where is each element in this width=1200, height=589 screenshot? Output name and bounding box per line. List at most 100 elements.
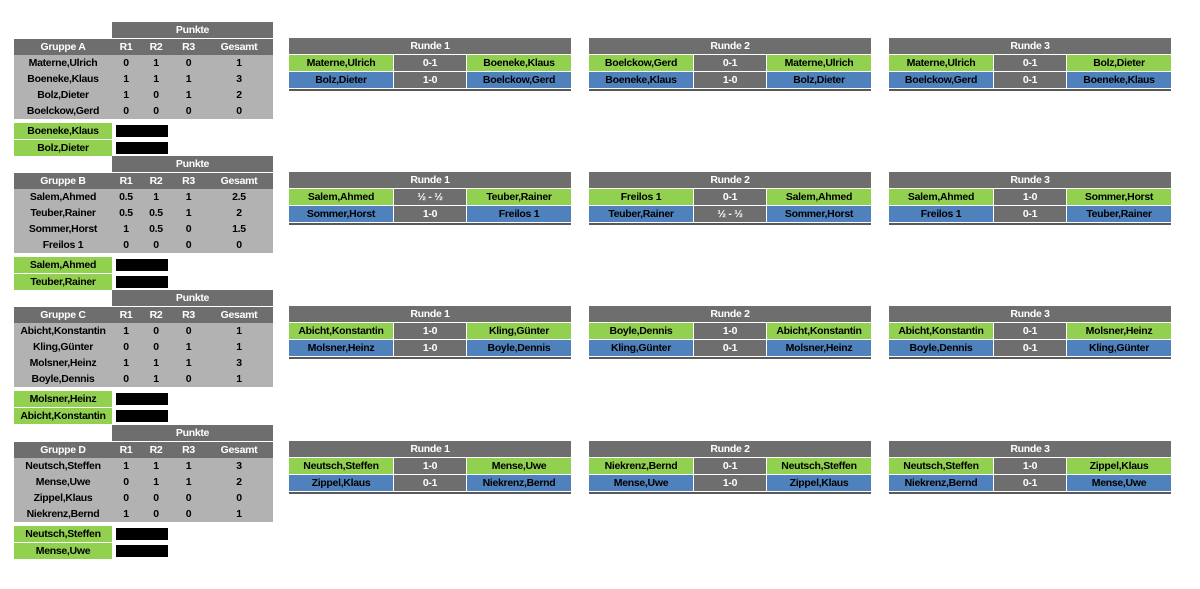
player-points-cell: 1 [140, 474, 172, 490]
player-points-cell: 1 [172, 87, 205, 103]
match-left-player: Boeneke,Klaus [589, 72, 693, 88]
player-name-cell: Bolz,Dieter [14, 87, 112, 103]
redacted-block [116, 142, 168, 154]
round-column-header: R2 [140, 442, 172, 458]
round-title: Runde 1 [289, 306, 571, 322]
round-title: Runde 3 [889, 172, 1171, 188]
round-title: Runde 2 [589, 441, 871, 457]
player-points-cell: 0.5 [140, 221, 172, 237]
match-right-player: Neutsch,Steffen [767, 458, 871, 474]
match-right-player: Sommer,Horst [1067, 189, 1171, 205]
player-points-cell: 0 [112, 237, 140, 253]
match-score: 1-0 [693, 72, 767, 88]
match-right-player: Teuber,Rainer [1067, 206, 1171, 222]
player-name-cell: Sommer,Horst [14, 221, 112, 237]
match-right-player: Zippel,Klaus [1067, 458, 1171, 474]
group-name-cell: Gruppe C [14, 307, 112, 323]
match-score: 0-1 [993, 323, 1067, 339]
player-points-cell: 1 [205, 323, 273, 339]
player-points-cell: 0 [112, 103, 140, 119]
match-right-player: Bolz,Dieter [1067, 55, 1171, 71]
match-left-player: Sommer,Horst [289, 206, 393, 222]
group-name-cell: Gruppe D [14, 442, 112, 458]
match-left-player: Mense,Uwe [589, 475, 693, 491]
round-title: Runde 1 [289, 441, 571, 457]
player-points-cell: 2 [205, 205, 273, 221]
redacted-block [116, 545, 168, 557]
player-points-cell: 1 [112, 506, 140, 522]
punkte-header-row: Punkte [14, 290, 273, 306]
match-score: 1-0 [393, 206, 467, 222]
punkte-header-row: Punkte [14, 156, 273, 172]
qualifier-name-cell: Mense,Uwe [14, 543, 112, 559]
match-left-player: Neutsch,Steffen [289, 458, 393, 474]
round-column-header: Gesamt [205, 173, 273, 189]
match-right-player: Boyle,Dennis [467, 340, 571, 356]
player-points-cell: 0 [140, 506, 172, 522]
player-points-cell: 0 [172, 506, 205, 522]
match-left-player: Freilos 1 [889, 206, 993, 222]
player-points-cell: 1 [205, 506, 273, 522]
player-points-cell: 0 [172, 323, 205, 339]
qualifier-row: Abicht,Konstantin [14, 408, 273, 424]
match-score: 1-0 [693, 475, 767, 491]
player-points-cell: 1 [140, 371, 172, 387]
player-points-cell: 1 [205, 371, 273, 387]
qualifier-name-cell: Boeneke,Klaus [14, 123, 112, 139]
punkte-label: Punkte [112, 22, 273, 38]
group-name-cell: Gruppe B [14, 173, 112, 189]
round-column-header: R1 [112, 442, 140, 458]
round-title: Runde 2 [589, 38, 871, 54]
qualifier-row: Teuber,Rainer [14, 274, 273, 290]
player-points-cell: 0 [205, 490, 273, 506]
player-name-cell: Materne,Ulrich [14, 55, 112, 71]
match-left-player: Boyle,Dennis [889, 340, 993, 356]
round-column-header: R2 [140, 39, 172, 55]
qualifier-row: Neutsch,Steffen [14, 526, 273, 542]
match-left-player: Materne,Ulrich [889, 55, 993, 71]
spacer-cell [14, 156, 112, 172]
player-points-cell: 0.5 [112, 205, 140, 221]
match-left-player: Abicht,Konstantin [889, 323, 993, 339]
round-column-header: R2 [140, 173, 172, 189]
player-points-cell: 0 [112, 371, 140, 387]
qualifier-name-cell: Bolz,Dieter [14, 140, 112, 156]
match-right-player: Sommer,Horst [767, 206, 871, 222]
redacted-block [116, 410, 168, 422]
match-score: ½ - ½ [693, 206, 767, 222]
qualifier-row: Bolz,Dieter [14, 140, 273, 156]
match-left-player: Niekrenz,Bernd [589, 458, 693, 474]
match-right-player: Abicht,Konstantin [767, 323, 871, 339]
player-points-cell: 1 [112, 458, 140, 474]
match-score: 1-0 [993, 458, 1067, 474]
player-points-cell: 3 [205, 355, 273, 371]
qualifier-name-cell: Teuber,Rainer [14, 274, 112, 290]
player-points-cell: 1 [112, 323, 140, 339]
round-column-header: Gesamt [205, 39, 273, 55]
player-points-cell: 1 [112, 87, 140, 103]
